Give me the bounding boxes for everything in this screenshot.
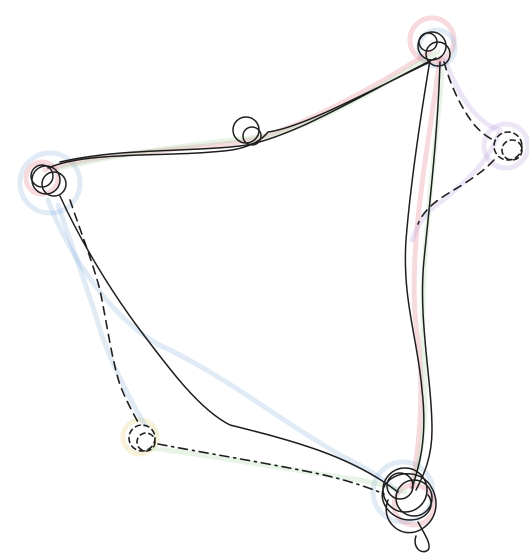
left-node-ring-2 [42,172,66,196]
pencil-underlay [20,18,528,525]
edge-left-to-top-right [48,62,430,168]
far-right-node [494,132,522,160]
ink-solid-lines [31,32,450,552]
lower-left-node-ring-1 [129,425,155,451]
pencil-red-top-edge [45,52,430,170]
edge-left-to-bottom-right [60,196,398,492]
pencil-blue-left-edge [48,200,398,492]
far-right-node-ring-1 [494,132,522,160]
far-right-node-ring-2 [502,140,522,160]
bottom-right-node [382,468,436,552]
lower-left-node [129,425,155,451]
pencil-blue-left-edge-2 [58,205,145,425]
pencil-green-top-edge [60,52,438,168]
